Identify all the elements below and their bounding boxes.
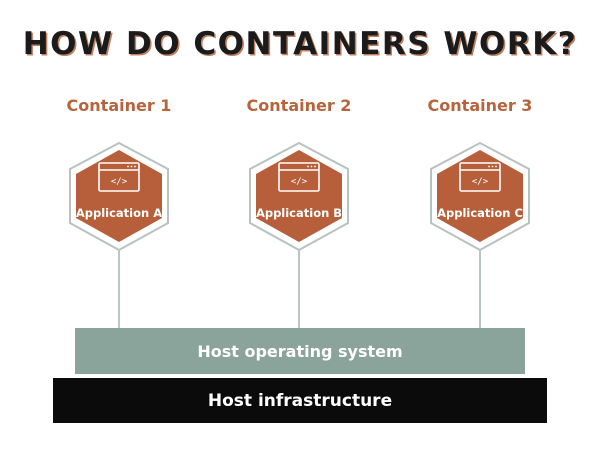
host-operating-system-layer: Host operating system <box>75 328 525 374</box>
container-hexagon: </> <box>69 141 169 368</box>
code-window-icon: </> <box>98 162 140 192</box>
code-icon-text: </> <box>111 177 128 187</box>
hexagon-fill <box>437 150 523 242</box>
container-label: Container 1 <box>66 96 172 115</box>
container-hexagon: </> <box>430 141 530 368</box>
application-label: Application A <box>75 206 163 220</box>
code-icon-text: </> <box>291 177 308 187</box>
host-infrastructure-layer: Host infrastructure <box>53 378 547 423</box>
container-hexagon: </> <box>249 141 349 368</box>
application-label: Application B <box>255 206 343 220</box>
code-icon-text: </> <box>472 177 489 187</box>
application-label: Application C <box>437 206 523 220</box>
host-operating-system-label: Host operating system <box>197 341 403 361</box>
hexagon-fill <box>76 150 162 242</box>
code-window-icon: </> <box>459 162 501 192</box>
container-label: Container 3 <box>427 96 533 115</box>
hexagon-fill <box>256 150 342 242</box>
page-title: HOW DO CONTAINERS WORK? <box>22 26 578 62</box>
code-window-icon: </> <box>278 162 320 192</box>
host-infrastructure-label: Host infrastructure <box>207 390 393 411</box>
container-label: Container 2 <box>246 96 352 115</box>
